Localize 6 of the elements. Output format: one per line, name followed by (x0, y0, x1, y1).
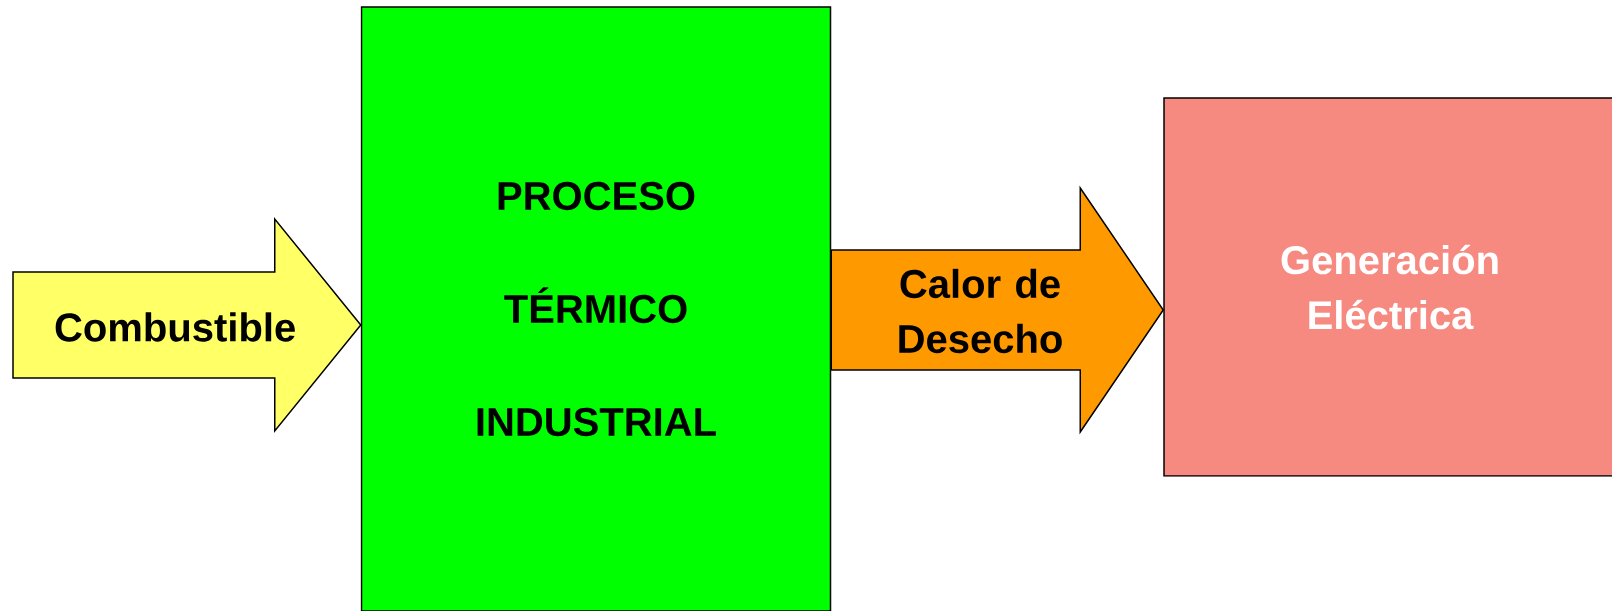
edge-label: Calor de Desecho (899, 268, 1062, 354)
process-box: Generación Eléctrica (1163, 97, 1612, 477)
block-arrow (830, 185, 1165, 435)
edge-label: Combustible (55, 312, 295, 342)
process-box: PROCESO TÉRMICO INDUSTRIAL (360, 6, 832, 611)
block-arrow (12, 216, 362, 434)
